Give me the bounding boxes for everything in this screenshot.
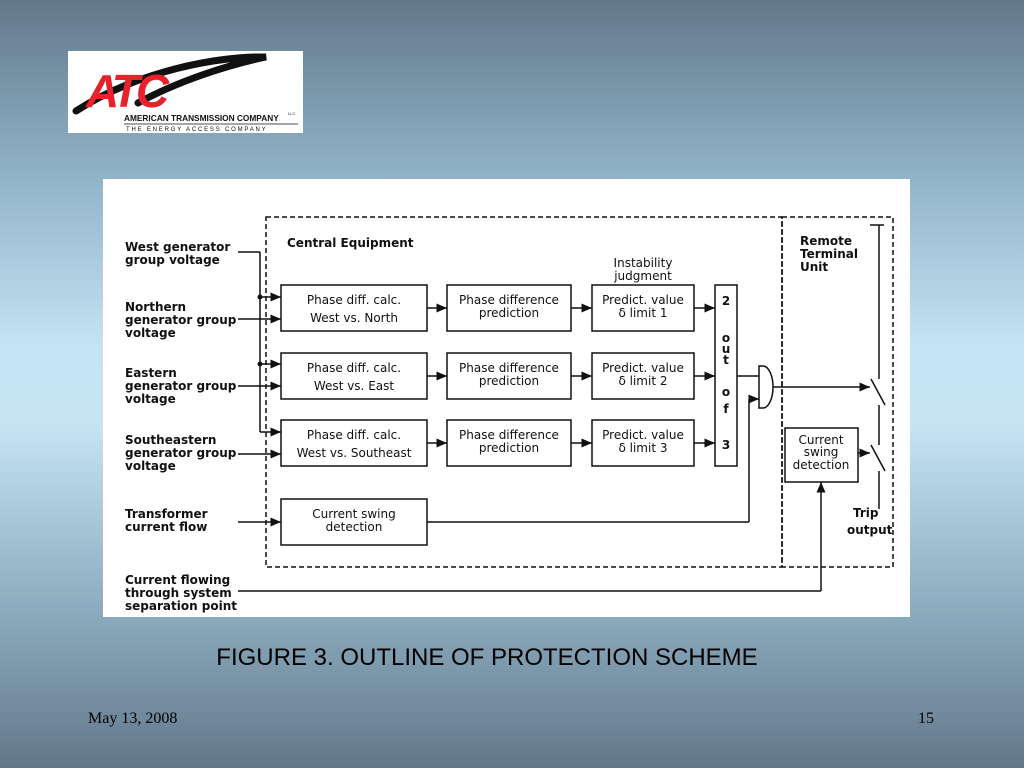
input-west-2: group voltage bbox=[125, 253, 220, 267]
instability-label-1: Instability bbox=[614, 256, 673, 270]
vote-char-6: f bbox=[723, 402, 729, 416]
vote-char-4: t bbox=[723, 353, 729, 367]
input-southeast-2: generator group bbox=[125, 446, 237, 460]
logo-tagline: THE ENERGY ACCESS COMPANY bbox=[126, 127, 267, 133]
vote-char-2: o bbox=[722, 331, 730, 345]
vote-char-3: u bbox=[722, 342, 731, 356]
vote-char-5: o bbox=[722, 385, 730, 399]
figure-caption: FIGURE 3. OUTLINE OF PROTECTION SCHEME bbox=[0, 644, 974, 672]
prediction-1-line2: prediction bbox=[479, 306, 539, 320]
phase-calc-box-east bbox=[280, 352, 428, 400]
phase-calc-north-2: West vs. North bbox=[310, 311, 398, 325]
figure-caption-text: FIGURE 3. OUTLINE OF PROTECTION SCHEME bbox=[216, 644, 758, 671]
logo-company: AMERICAN TRANSMISSION COMPANY bbox=[124, 113, 279, 123]
input-east-2: generator group bbox=[125, 379, 237, 393]
prediction-2-line1: Phase difference bbox=[459, 361, 559, 375]
vote-char-7: 3 bbox=[722, 438, 730, 452]
limit-2-line2: δ limit 2 bbox=[618, 374, 667, 388]
prediction-box-2 bbox=[446, 352, 572, 400]
central-swing-2: detection bbox=[326, 520, 383, 534]
phase-calc-southeast-2: West vs. Southeast bbox=[297, 446, 412, 460]
phase-calc-east-2: West vs. East bbox=[314, 379, 394, 393]
remote-swing-3: detection bbox=[793, 458, 850, 472]
prediction-3-line2: prediction bbox=[479, 441, 539, 455]
prediction-box-3 bbox=[446, 419, 572, 467]
trip-output-1: Trip bbox=[853, 506, 879, 520]
input-north-3: voltage bbox=[125, 326, 176, 340]
vote-char-1: 2 bbox=[722, 294, 730, 308]
input-southeast-1: Southeastern bbox=[125, 433, 216, 447]
prediction-2-line2: prediction bbox=[479, 374, 539, 388]
logo-suffix: LLC bbox=[288, 111, 295, 116]
phase-calc-north-1: Phase diff. calc. bbox=[307, 293, 401, 307]
input-north-1: Northern bbox=[125, 300, 186, 314]
input-southeast-3: voltage bbox=[125, 459, 176, 473]
central-swing-box bbox=[280, 498, 428, 546]
input-east-3: voltage bbox=[125, 392, 176, 406]
remote-swing-1: Current bbox=[798, 433, 843, 447]
remote-swing-box bbox=[784, 427, 859, 483]
input-separation-1: Current flowing bbox=[125, 573, 230, 587]
prediction-3-line1: Phase difference bbox=[459, 428, 559, 442]
input-separation-3: separation point bbox=[125, 599, 237, 613]
input-north-2: generator group bbox=[125, 313, 237, 327]
remote-title-2: Terminal bbox=[800, 247, 858, 261]
trip-output-2: output bbox=[847, 523, 893, 537]
remote-terminal-boundary bbox=[781, 216, 894, 568]
input-transformer-2: current flow bbox=[125, 520, 207, 534]
logo-mark: ATC bbox=[85, 65, 170, 117]
instability-label-2: judgment bbox=[613, 269, 672, 283]
remote-swing-2: swing bbox=[804, 445, 839, 459]
limit-1-line2: δ limit 1 bbox=[618, 306, 667, 320]
prediction-box-1 bbox=[446, 284, 572, 332]
footer-date: May 13, 2008 bbox=[88, 710, 178, 727]
limit-3-line2: δ limit 3 bbox=[618, 441, 667, 455]
and-gate bbox=[758, 365, 774, 409]
protection-scheme-diagram: Central Equipment Remote Terminal Unit W… bbox=[103, 179, 910, 617]
input-east-1: Eastern bbox=[125, 366, 177, 380]
input-west-1: West generator bbox=[125, 240, 230, 254]
limit-2-line1: Predict. value bbox=[602, 361, 684, 375]
limit-1-line1: Predict. value bbox=[602, 293, 684, 307]
phase-calc-box-north bbox=[280, 284, 428, 332]
central-equipment-title: Central Equipment bbox=[287, 236, 414, 250]
limit-3-line1: Predict. value bbox=[602, 428, 684, 442]
remote-title-1: Remote bbox=[800, 234, 852, 248]
prediction-1-line1: Phase difference bbox=[459, 293, 559, 307]
input-transformer-1: Transformer bbox=[125, 507, 208, 521]
slide-number: 15 bbox=[918, 710, 934, 727]
central-swing-1: Current swing bbox=[312, 507, 396, 521]
limit-box-2 bbox=[591, 352, 695, 400]
limit-box-1 bbox=[591, 284, 695, 332]
phase-calc-east-1: Phase diff. calc. bbox=[307, 361, 401, 375]
atc-logo: ATC AMERICAN TRANSMISSION COMPANY LLC TH… bbox=[68, 51, 303, 133]
phase-calc-southeast-1: Phase diff. calc. bbox=[307, 428, 401, 442]
remote-title-3: Unit bbox=[800, 260, 828, 274]
input-separation-2: through system bbox=[125, 586, 232, 600]
